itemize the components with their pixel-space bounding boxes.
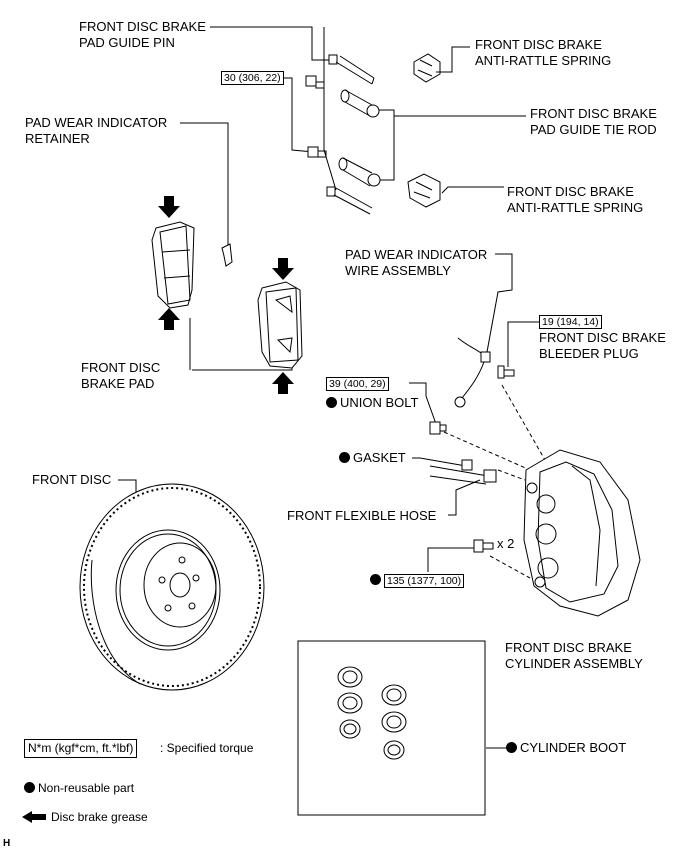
brake-pad-left [151,221,195,309]
torque-union-bolt: 39 (400, 29) [326,377,389,391]
non-reusable-dot-icon [339,452,350,463]
label-pad-wear-wire: PAD WEAR INDICATOR WIRE ASSEMBLY [345,247,487,279]
torque-caliper-bolt: 135 (1377, 100) [384,574,465,588]
label-line: FRONT DISC BRAKE [507,184,634,199]
label-multiplier: x 2 [497,536,515,551]
flexible-hose-assembly [429,459,497,485]
alignment-dashes [443,384,546,579]
label-line: PAD WEAR INDICATOR [345,247,488,262]
label-line: PAD GUIDE PIN [79,35,175,50]
non-reusable-dot-icon [506,742,517,753]
label-anti-rattle-top: FRONT DISC BRAKE ANTI-RATTLE SPRING [475,37,611,69]
label-line: CYLINDER ASSEMBLY [505,656,643,671]
legend-text: Non-reusable part [38,781,135,795]
label-line: WIRE ASSEMBLY [345,263,451,278]
brake-pad-right [257,281,303,369]
label-pad-wear-retainer: PAD WEAR INDICATOR RETAINER [25,115,167,147]
label-text: GASKET [353,450,406,465]
union-bolt [429,421,447,435]
torque-guide-pin-bolt: 30 (306, 22) [221,71,284,85]
label-line: BRAKE PAD [81,376,155,391]
front-disc-rotor [79,483,265,691]
leader-lines [118,26,539,749]
bleeder-plug [497,365,515,379]
non-reusable-dot-icon [370,574,381,585]
legend-torque-text: : Specified torque [160,741,254,755]
anti-rattle-spring-bottom [407,173,441,208]
label-gasket: GASKET [339,450,406,466]
pin-bolt-top [305,75,325,89]
label-front-disc: FRONT DISC [32,472,112,487]
label-guide-pin: FRONT DISC BRAKE PAD GUIDE PIN [79,19,206,51]
caliper-cylinder [523,449,641,617]
label-line: ANTI-RATTLE SPRING [507,200,644,215]
pad-wear-wire [454,337,491,408]
legend-grease: Disc brake grease [51,810,148,824]
guide-pin-bottom [326,186,373,215]
cylinder-boot-box [297,640,486,816]
label-cylinder-assembly: FRONT DISC BRAKE CYLINDER ASSEMBLY [505,640,643,672]
label-bleeder-plug: FRONT DISC BRAKE BLEEDER PLUG [539,330,666,362]
tie-rod-top [340,89,380,118]
pad-wear-retainer [221,243,233,267]
grease-arrows [22,196,294,823]
label-text: UNION BOLT [340,395,419,410]
guide-pin-top [328,54,375,85]
label-brake-pad: FRONT DISC BRAKE PAD [81,360,160,392]
label-line: PAD GUIDE TIE ROD [530,122,657,137]
legend-torque-box: N*m (kgf*cm, ft.*lbf) [24,739,138,758]
label-anti-rattle-bottom: FRONT DISC BRAKE ANTI-RATTLE SPRING [507,184,643,216]
label-line: FRONT DISC BRAKE [79,19,206,34]
non-reusable-dot-icon [24,782,35,793]
non-reusable-dot-icon [326,397,337,408]
legend-non-reusable: Non-reusable part [24,781,134,796]
label-line: FRONT DISC BRAKE [539,330,666,345]
label-tie-rod: FRONT DISC BRAKE PAD GUIDE TIE ROD [530,106,657,138]
label-line: FRONT DISC BRAKE [530,106,657,121]
label-flexible-hose: FRONT FLEXIBLE HOSE [287,508,437,523]
torque-caliper-bolt-row: 135 (1377, 100) [370,572,465,588]
label-line: PAD WEAR INDICATOR [25,115,168,130]
caliper-bolt [473,539,494,553]
pin-bolt-bottom [307,146,327,158]
footer-letter: H [3,838,11,849]
label-text: CYLINDER BOOT [520,740,627,755]
anti-rattle-spring-top [413,53,441,83]
label-union-bolt: UNION BOLT [326,395,419,411]
label-cylinder-boot: CYLINDER BOOT [506,740,626,756]
label-line: FRONT DISC BRAKE [475,37,602,52]
label-line: FRONT DISC [81,360,161,375]
tie-rod-bottom [338,157,381,187]
torque-bleeder: 19 (194, 14) [539,315,602,329]
label-line: BLEEDER PLUG [539,346,639,361]
cylinder-boots [337,666,407,760]
label-line: ANTI-RATTLE SPRING [475,53,612,68]
label-line: FRONT DISC BRAKE [505,640,632,655]
label-line: RETAINER [25,131,90,146]
